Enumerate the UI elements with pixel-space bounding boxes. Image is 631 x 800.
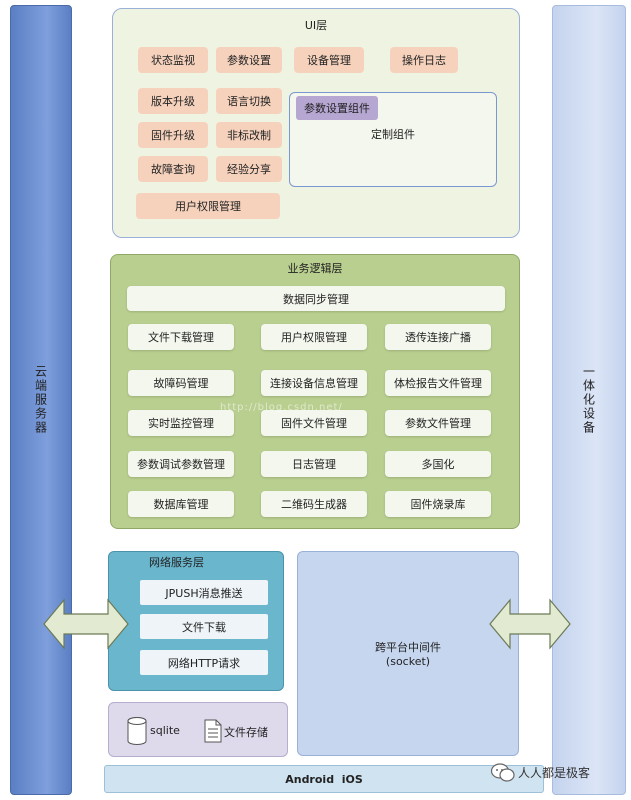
logic-item: 体检报告文件管理 bbox=[385, 370, 491, 396]
ui-item: 操作日志 bbox=[390, 47, 458, 73]
logic-item: 实时监控管理 bbox=[128, 410, 234, 436]
ui-item: 固件升级 bbox=[138, 122, 208, 148]
ui-item: 语言切换 bbox=[216, 88, 282, 114]
ui-item: 版本升级 bbox=[138, 88, 208, 114]
ui-item: 状态监视 bbox=[138, 47, 208, 73]
logic-item: 固件文件管理 bbox=[261, 410, 367, 436]
file-storage-label: 文件存储 bbox=[224, 726, 268, 739]
integrated-device-label: 一体化设备 bbox=[581, 365, 596, 435]
integrated-device-bar: 一体化设备 bbox=[552, 5, 626, 795]
logic-item: 连接设备信息管理 bbox=[261, 370, 367, 396]
logic-item: 透传连接广播 bbox=[385, 324, 491, 350]
wechat-logo-icon bbox=[490, 763, 515, 782]
ui-layer-title: UI层 bbox=[304, 19, 328, 32]
document-icon bbox=[204, 719, 222, 743]
middleware-sub-label: (socket) bbox=[385, 655, 431, 668]
custom-component-label: 定制组件 bbox=[371, 128, 415, 141]
cross-platform-middleware: 跨平台中间件 (socket) bbox=[297, 551, 519, 756]
network-item: 网络HTTP请求 bbox=[140, 650, 268, 675]
logic-item: 多国化 bbox=[385, 451, 491, 477]
logic-layer-title: 业务逻辑层 bbox=[287, 262, 343, 275]
logic-item: 参数文件管理 bbox=[385, 410, 491, 436]
signature-text: 人人都是极客 bbox=[518, 766, 591, 780]
logic-item: 故障码管理 bbox=[128, 370, 234, 396]
ui-item: 参数设置 bbox=[216, 47, 282, 73]
ui-item: 设备管理 bbox=[294, 47, 364, 73]
cloud-server-bar: 云端服务器 bbox=[10, 5, 72, 795]
param-component-tag: 参数设置组件 bbox=[296, 96, 378, 120]
logic-item: 日志管理 bbox=[261, 451, 367, 477]
network-layer-title: 网络服务层 bbox=[149, 556, 204, 569]
ui-item: 故障查询 bbox=[138, 156, 208, 182]
watermark-text: http://blog.csdn.net/ bbox=[220, 402, 343, 413]
network-item: JPUSH消息推送 bbox=[140, 580, 268, 605]
database-icon bbox=[127, 717, 147, 745]
network-item: 文件下载 bbox=[140, 614, 268, 639]
sqlite-label: sqlite bbox=[150, 724, 180, 737]
logic-item: 参数调试参数管理 bbox=[128, 451, 234, 477]
ui-item: 用户权限管理 bbox=[136, 193, 280, 219]
logic-item: 固件烧录库 bbox=[385, 491, 491, 517]
logic-item: 数据库管理 bbox=[128, 491, 234, 517]
logic-item: 二维码生成器 bbox=[261, 491, 367, 517]
middleware-label: 跨平台中间件 bbox=[375, 641, 441, 654]
logic-item: 用户权限管理 bbox=[261, 324, 367, 350]
logic-item-sync: 数据同步管理 bbox=[127, 286, 505, 311]
cloud-server-label: 云端服务器 bbox=[33, 365, 48, 435]
os-platform-bar: Android iOS bbox=[104, 765, 544, 793]
double-arrow-left-icon bbox=[43, 598, 129, 650]
double-arrow-right-icon bbox=[489, 598, 571, 650]
os-platform-label: Android iOS bbox=[285, 772, 363, 786]
ui-item: 非标改制 bbox=[216, 122, 282, 148]
logic-item: 文件下载管理 bbox=[128, 324, 234, 350]
ui-item: 经验分享 bbox=[216, 156, 282, 182]
